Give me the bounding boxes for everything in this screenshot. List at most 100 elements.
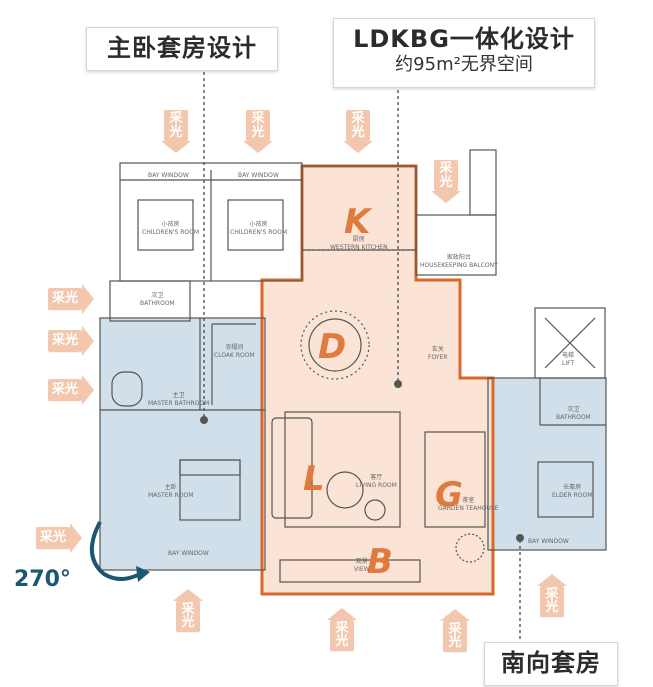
room-label-view-cn: 观景 <box>355 558 368 565</box>
room-label-living: 客厅 LIVING ROOM <box>356 474 397 489</box>
child-bed-1 <box>137 199 194 251</box>
room-label-master-bath: 主卫 MASTER BATHROOM <box>148 392 209 407</box>
sun-badge: 采光 <box>440 598 470 652</box>
zone-letter-l: L <box>303 459 325 499</box>
ldkbg-area <box>262 166 493 594</box>
sun-arrow <box>82 284 95 314</box>
rug-living <box>284 411 401 528</box>
sun-badge: 采光 <box>173 578 203 632</box>
sun-label: 采光 <box>443 620 467 652</box>
room-label-lift-cn: 电梯 <box>562 352 575 359</box>
room-label-children-1-en: CHILDREN'S ROOM <box>142 228 200 236</box>
sun-arrow <box>243 141 273 154</box>
room-label-master-room-en: MASTER ROOM <box>148 491 194 499</box>
sun-arrow <box>431 191 461 204</box>
sun-arrow <box>327 607 357 620</box>
south-suite-title: 南向套房 <box>501 649 601 677</box>
zone-letter-k: K <box>344 202 371 242</box>
wall-master-suite <box>99 317 266 571</box>
view-bench <box>279 559 421 583</box>
sun-arrow <box>440 608 470 621</box>
room-label-children-1: 小孩房 CHILDREN'S ROOM <box>142 221 199 236</box>
angle-arc <box>90 521 141 581</box>
sun-badge: 采光 <box>48 375 108 405</box>
room-label-foyer-cn: 玄关 <box>431 346 444 353</box>
room-label-view-en: VIEW <box>354 565 370 573</box>
sun-badge: 采光 <box>431 160 461 214</box>
callout-ldkbg: LDKBG一体化设计 约95m²无界空间 <box>333 18 595 88</box>
zone-letter-g: G <box>435 475 463 515</box>
room-label-kitchen-cn: 厨房 <box>352 236 365 243</box>
room-label-housekeeping-cn: 家政阳台 <box>446 254 471 261</box>
room-label-small-bath-cn: 次卫 <box>151 292 164 299</box>
sun-label: 采光 <box>246 110 270 142</box>
elder-bed <box>537 461 594 518</box>
callout-south-suite: 南向套房 <box>484 642 618 686</box>
sun-label: 采光 <box>48 379 83 401</box>
bathtub <box>111 371 143 407</box>
dining-table <box>308 318 362 372</box>
sun-arrow <box>161 141 191 154</box>
angle-label: 270° <box>14 567 71 592</box>
ldkbg-title: LDKBG一体化设计 <box>353 25 575 53</box>
room-label-housekeeping-en: HOUSEKEEPING BALCONY <box>420 261 498 269</box>
room-label-bay-window-2: BAY WINDOW <box>238 172 279 179</box>
master-suite-title: 主卧套房设计 <box>107 34 257 62</box>
zone-letter-d: D <box>318 327 347 367</box>
room-label-master-bath-cn: 主卫 <box>172 392 185 399</box>
room-label-teahouse: 茶室 GARDEN TEAHOUSE <box>438 497 499 512</box>
sun-arrow <box>70 523 83 553</box>
room-label-master-room: 主卧 MASTER ROOM <box>148 484 193 499</box>
sun-arrow <box>537 573 567 586</box>
room-label-teahouse-en: GARDEN TEAHOUSE <box>438 504 499 512</box>
room-label-foyer-en: FOYER <box>428 353 448 361</box>
callout-master-suite: 主卧套房设计 <box>86 27 278 71</box>
sun-arrow <box>173 588 203 601</box>
room-label-teahouse-cn: 茶室 <box>462 497 475 504</box>
room-label-small-bath: 次卫 BATHROOM <box>140 292 175 307</box>
sun-arrow <box>82 326 95 356</box>
wall-south-suite <box>487 377 607 551</box>
rug-teahouse <box>424 431 486 528</box>
room-label-bay-window-master: BAY WINDOW <box>168 550 209 557</box>
room-label-living-cn: 客厅 <box>370 474 383 481</box>
room-label-elder-room: 长辈房 ELDER ROOM <box>552 484 592 499</box>
sun-badge: 采光 <box>343 110 373 164</box>
sun-arrow <box>343 141 373 154</box>
wall-small-bath <box>109 280 191 322</box>
room-label-lift: 电梯 LIFT <box>562 352 574 367</box>
sun-badge: 采光 <box>48 284 108 314</box>
room-label-bay-window-1: BAY WINDOW <box>148 172 189 179</box>
coffee-table <box>326 471 364 509</box>
sun-label: 采光 <box>330 619 354 651</box>
sun-badge: 采光 <box>243 110 273 164</box>
room-label-elder-bath: 次卫 BATHROOM <box>556 406 591 421</box>
room-label-children-1-cn: 小孩房 <box>161 221 180 228</box>
sun-label: 采光 <box>434 160 458 192</box>
wall-balcony <box>415 214 497 276</box>
sun-badge: 采光 <box>537 563 567 617</box>
room-label-cloak: 衣帽间 CLOAK ROOM <box>214 344 255 359</box>
room-label-living-en: LIVING ROOM <box>356 481 397 489</box>
room-label-master-bath-en: MASTER BATHROOM <box>148 399 210 407</box>
ldkbg-subtitle: 约95m²无界空间 <box>395 53 533 75</box>
sofa <box>271 417 313 519</box>
room-label-cloak-cn: 衣帽间 <box>225 344 244 351</box>
sun-badge: 采光 <box>161 110 191 164</box>
sun-label: 采光 <box>48 330 83 352</box>
angle-arrowhead <box>136 566 150 582</box>
sun-label: 采光 <box>36 527 71 549</box>
room-label-bay-window-elder: BAY WINDOW <box>528 538 569 545</box>
room-label-elder-room-en: ELDER ROOM <box>552 491 593 499</box>
zone-letter-b: B <box>367 542 393 582</box>
plant <box>455 533 485 563</box>
sun-label: 采光 <box>176 600 200 632</box>
room-label-view: 观景 VIEW <box>354 558 370 573</box>
sun-label: 采光 <box>164 110 188 142</box>
room-label-children-2-cn: 小孩房 <box>249 221 268 228</box>
sun-label: 采光 <box>540 585 564 617</box>
room-label-small-bath-en: BATHROOM <box>140 299 175 307</box>
room-label-elder-room-cn: 长辈房 <box>563 484 582 491</box>
